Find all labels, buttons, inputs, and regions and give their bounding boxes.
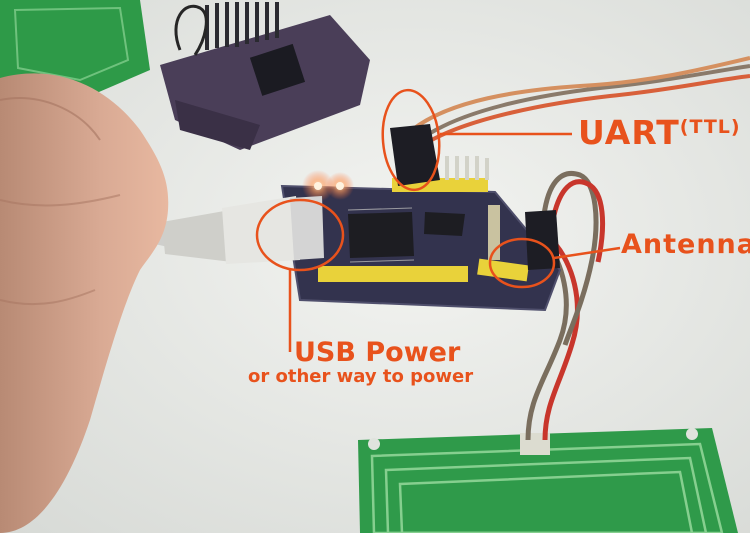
annotation-marks (255, 88, 621, 352)
uart-ttl-label: UART(TTL) (578, 116, 741, 149)
antenna-pointer-line (553, 246, 621, 260)
usb-highlight-ellipse (255, 198, 345, 272)
background-board (160, 2, 370, 150)
uart-label-main: UART (578, 113, 680, 152)
antenna-pcb-bottom (358, 428, 738, 533)
antenna-highlight-ellipse (488, 237, 556, 289)
uart-label-sup: (TTL) (679, 116, 741, 138)
usb-power-label: USB Power (294, 337, 461, 368)
uart-connector (390, 124, 440, 186)
uart-highlight-ellipse (381, 88, 441, 192)
usb-power-sublabel: or other way to power (248, 366, 474, 387)
antenna-label: Antenna (621, 229, 750, 260)
hand (0, 73, 169, 533)
